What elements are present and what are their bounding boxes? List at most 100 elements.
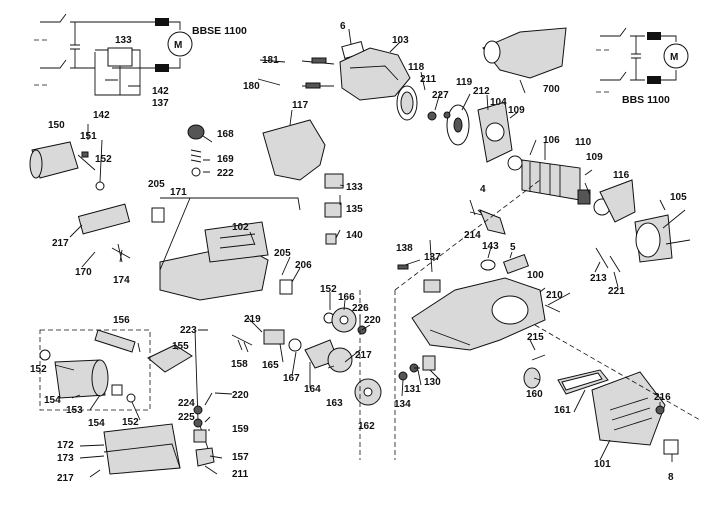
part-label-101: 101 (594, 459, 611, 470)
part-label-165: 165 (262, 360, 279, 371)
part-label-220b: 220 (232, 390, 249, 401)
housing-cover-103 (339, 47, 411, 101)
part-label-223: 223 (180, 325, 197, 336)
leader-lines (54, 29, 673, 478)
part-label-174: 174 (113, 275, 130, 286)
part-label-8: 8 (668, 472, 674, 483)
part-label-100: 100 (527, 270, 544, 281)
part-label-217b: 217 (355, 350, 372, 361)
part-label-220a: 220 (364, 315, 381, 326)
part-label-164: 164 (304, 384, 321, 395)
switch-133 (324, 173, 344, 189)
part-157 (195, 447, 215, 467)
part-label-166: 166 (338, 292, 355, 303)
part-label-137b: 137 (424, 252, 441, 263)
part-label-135: 135 (346, 204, 363, 215)
part-label-152c: 152 (30, 364, 47, 375)
part-label-210: 210 (546, 290, 563, 301)
part-label-116: 116 (613, 170, 630, 181)
part-label-142b: 142 (93, 110, 110, 121)
part-label-119: 119 (456, 77, 473, 88)
part-label-226: 226 (352, 303, 369, 314)
parts-lower-left (39, 329, 215, 475)
part-label-211a: 211 (420, 74, 437, 85)
parts-middle-top (29, 119, 691, 273)
part-label-109b: 109 (586, 152, 603, 163)
part-label-137a: 137 (152, 98, 169, 109)
motor-symbol-icon (663, 43, 689, 69)
part-label-171: 171 (170, 187, 187, 198)
part-label-163: 163 (326, 398, 343, 409)
plate-170 (77, 203, 131, 235)
part-label-102: 102 (232, 222, 249, 233)
part-140 (325, 233, 337, 245)
part-label-217c: 217 (57, 473, 74, 484)
parts-top-row (301, 27, 567, 163)
parts-frame (77, 197, 301, 301)
part-label-170: 170 (75, 267, 92, 278)
part-label-153: 153 (66, 405, 83, 416)
part-label-168: 168 (217, 129, 234, 140)
part-label-157: 157 (232, 452, 249, 463)
part-label-117: 117 (292, 100, 309, 111)
part-label-181: 181 (262, 55, 279, 66)
part-label-152d: 152 (122, 417, 139, 428)
cover-117 (262, 119, 326, 181)
part-label-219: 219 (244, 314, 261, 325)
part-label-133a: 133 (115, 35, 132, 46)
svg-text:M: M (174, 40, 182, 51)
part-label-160: 160 (526, 389, 543, 400)
part-label-173: 173 (57, 453, 74, 464)
part-5 (502, 253, 530, 275)
part-label-222: 222 (217, 168, 234, 179)
part-label-225: 225 (178, 412, 195, 423)
switch-135 (324, 202, 342, 218)
part-label-205b: 205 (274, 248, 291, 259)
part-label-700: 700 (543, 84, 560, 95)
part-label-133b: 133 (346, 182, 363, 193)
part-label-134: 134 (394, 399, 411, 410)
cover-101 (591, 371, 666, 446)
part-label-224: 224 (178, 398, 195, 409)
part-label-143: 143 (482, 241, 499, 252)
part-label-167: 167 (283, 373, 300, 384)
schematic-title-bbse: BBSE 1100 (192, 25, 247, 37)
part-label-6: 6 (340, 21, 346, 32)
part-label-106: 106 (543, 135, 560, 146)
part-137 (423, 279, 441, 293)
knob-168 (187, 124, 205, 140)
pulley-160 (523, 367, 541, 389)
cord-4 (479, 209, 506, 235)
part-label-131: 131 (404, 384, 421, 395)
part-label-217a: 217 (52, 238, 69, 249)
schematic-title-bbs: BBS 1100 (622, 94, 670, 106)
part-label-155: 155 (172, 341, 189, 352)
part-label-4: 4 (480, 184, 486, 195)
shaft-156 (94, 329, 136, 353)
part-label-212: 212 (473, 86, 490, 97)
part-label-213: 213 (590, 273, 607, 284)
parts-housing (394, 179, 561, 460)
part-label-214: 214 (464, 230, 481, 241)
bearing-109 (507, 155, 523, 171)
part-label-110: 110 (575, 137, 592, 148)
parts-lower-right (359, 290, 701, 460)
part-labels: 6 103 181 180 118 211 119 227 212 104 70… (30, 21, 687, 484)
part-label-205a: 205 (148, 179, 165, 190)
part-label-138: 138 (396, 243, 413, 254)
module-133-icon (107, 47, 133, 67)
svg-text:M: M (670, 52, 678, 63)
part-label-172: 172 (57, 440, 74, 451)
part-label-152b: 152 (320, 284, 337, 295)
part-label-142a: 142 (152, 86, 169, 97)
dust-bag-700 (482, 27, 567, 79)
gear-163 (327, 347, 353, 373)
part-label-154a: 154 (44, 395, 61, 406)
part-label-103: 103 (392, 35, 409, 46)
part-130 (422, 355, 436, 371)
part-label-206: 206 (295, 260, 312, 271)
plate-155 (147, 344, 193, 373)
part-label-221: 221 (608, 286, 625, 297)
armature-106 (521, 159, 581, 201)
